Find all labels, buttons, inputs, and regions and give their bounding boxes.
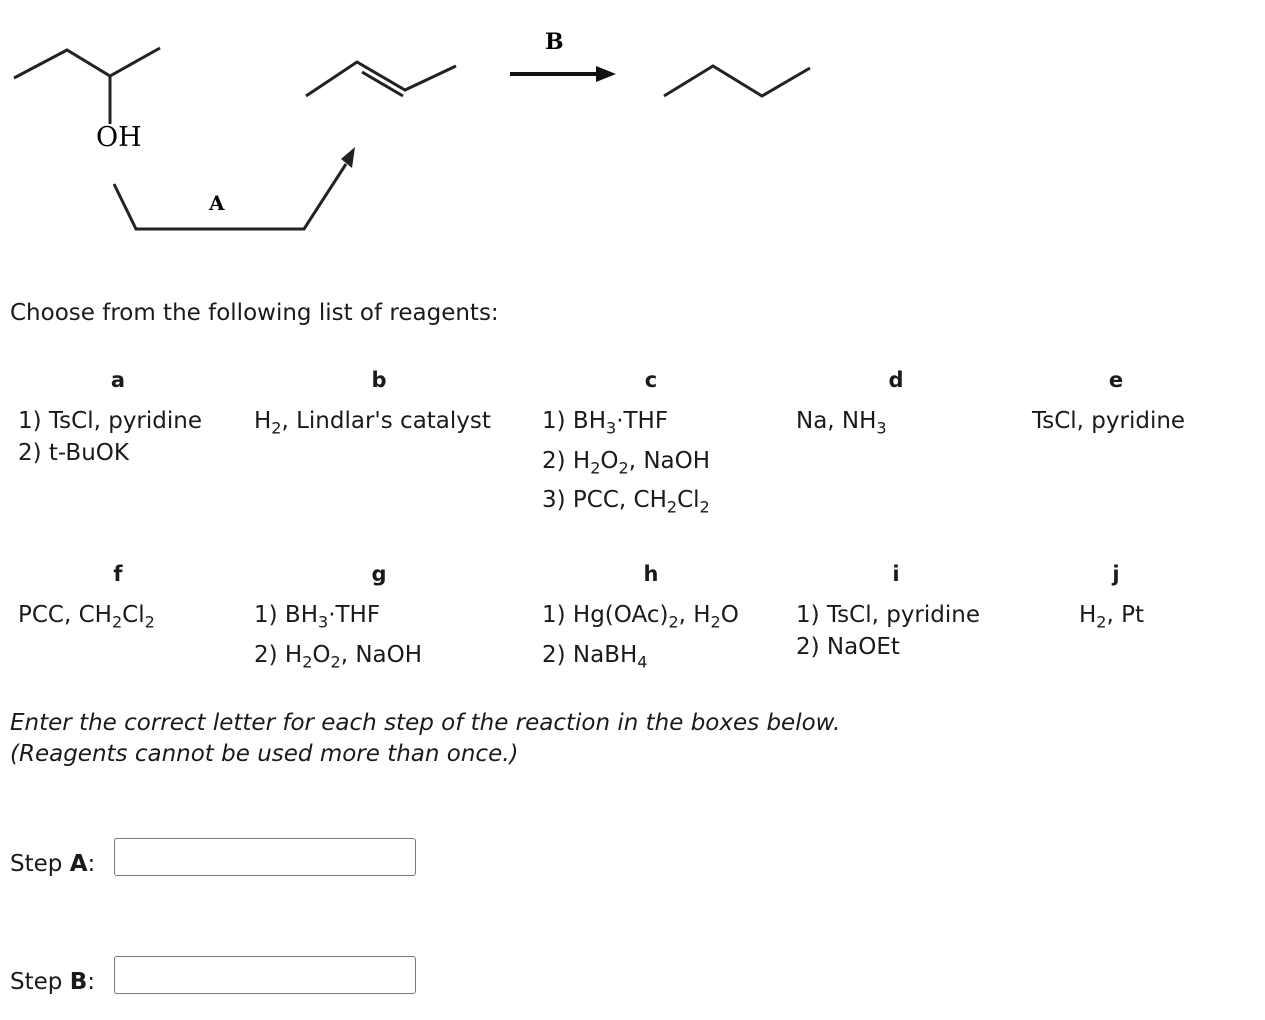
- step-b-label-letter: B: [69, 969, 88, 995]
- step-a-label-letter: A: [69, 851, 88, 877]
- reagent-c-line-2: 2) H2O2, NaOH: [542, 447, 711, 478]
- instructions-line-1: Enter the correct letter for each step o…: [10, 710, 841, 736]
- step-a-input[interactable]: [114, 838, 416, 876]
- reagent-letter-j: j: [1112, 562, 1120, 586]
- step-b-label-prefix: Step: [10, 969, 70, 995]
- reagent-j: H2, Pt: [1079, 599, 1144, 639]
- step-a-label: Step A:: [10, 851, 95, 877]
- reagent-h: 1) Hg(OAc)2, H2O 2) NaBH4: [542, 599, 739, 678]
- reagent-g: 1) BH3·THF 2) H2O2, NaOH: [254, 599, 422, 678]
- reagent-letter-g: g: [371, 562, 387, 586]
- arrowhead-b-icon: [596, 66, 616, 82]
- reagent-h-line-1: 1) Hg(OAc)2, H2O: [542, 602, 739, 632]
- reagent-j-line-1: H2, Pt: [1079, 602, 1144, 632]
- reagent-letter-h: h: [643, 562, 659, 586]
- alkene-double-bond: [361, 70, 404, 98]
- instructions-line-2: (Reagents cannot be used more than once.…: [10, 741, 519, 767]
- reagent-e: TsCl, pyridine: [1032, 405, 1185, 437]
- reagent-i-line-2: 2) NaOEt: [796, 634, 900, 660]
- arrowhead-a-icon: [341, 147, 355, 168]
- reagent-g-line-2: 2) H2O2, NaOH: [254, 641, 423, 672]
- reagent-letter-c: c: [644, 368, 658, 392]
- reagent-letter-i: i: [892, 562, 900, 586]
- reagent-letter-d: d: [888, 368, 904, 392]
- reagent-a-line-1: 1) TsCl, pyridine: [18, 408, 202, 434]
- instructions: Enter the correct letter for each step o…: [10, 708, 840, 770]
- reagent-c-line-1: 1) BH3·THF: [542, 408, 669, 438]
- reagent-f: PCC, CH2Cl2: [18, 599, 155, 639]
- reagent-letter-e: e: [1108, 368, 1124, 392]
- reagent-list-prompt: Choose from the following list of reagen…: [10, 300, 499, 326]
- step-a-arrow-label: A: [208, 191, 225, 215]
- reagent-e-line-1: TsCl, pyridine: [1032, 408, 1186, 434]
- reagent-b: H2, Lindlar's catalyst: [254, 405, 491, 445]
- reagent-letter-b: b: [371, 368, 387, 392]
- reagent-i-line-1: 1) TsCl, pyridine: [796, 602, 980, 628]
- step-a-label-suffix: :: [87, 851, 96, 877]
- reaction-scheme: OH B A: [13, 29, 811, 231]
- reagent-g-line-1: 1) BH3·THF: [254, 602, 381, 632]
- step-b-input[interactable]: [114, 956, 416, 994]
- reagent-i: 1) TsCl, pyridine 2) NaOEt: [796, 599, 980, 663]
- reagent-letter-a: a: [110, 368, 126, 392]
- alcohol-structure: [13, 46, 161, 80]
- reagent-c-line-3: 3) PCC, CH2Cl2: [542, 487, 710, 517]
- reagent-d-line-1: Na, NH3: [796, 408, 887, 438]
- reagent-a: 1) TsCl, pyridine 2) t-BuOK: [18, 405, 202, 469]
- reagent-d: Na, NH3: [796, 405, 887, 445]
- oh-label: OH: [96, 122, 142, 153]
- alkene-structure: [305, 60, 457, 98]
- reaction-arrow-a: [112, 163, 348, 231]
- reagent-a-line-2: 2) t-BuOK: [18, 440, 129, 466]
- step-b-label: Step B:: [10, 969, 95, 995]
- reagent-h-line-2: 2) NaBH4: [542, 641, 648, 672]
- reagent-c: 1) BH3·THF 2) H2O2, NaOH 3) PCC, CH2Cl2: [542, 405, 710, 524]
- reagent-b-line-1: H2, Lindlar's catalyst: [254, 408, 491, 438]
- step-a-label-prefix: Step: [10, 851, 70, 877]
- step-b-label-suffix: :: [87, 969, 95, 995]
- reagent-letter-f: f: [113, 562, 123, 586]
- reagent-f-line-1: PCC, CH2Cl2: [18, 602, 155, 632]
- alkane-structure: [663, 64, 811, 98]
- step-b-arrow-label: B: [545, 29, 564, 55]
